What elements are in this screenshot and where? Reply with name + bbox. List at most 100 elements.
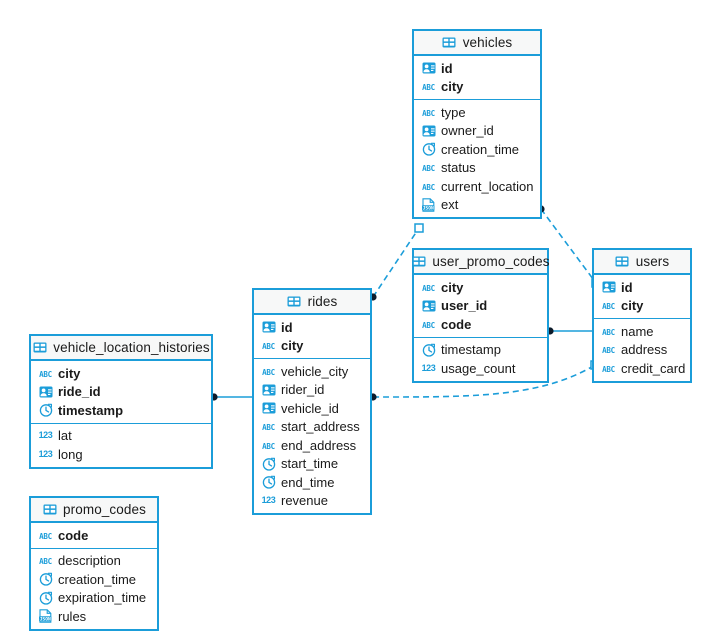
abc-string-icon: ABC (422, 182, 435, 192)
column-name: user_id (441, 298, 488, 314)
column-name: id (441, 60, 453, 76)
id-card-icon (601, 280, 616, 295)
column-name: city (441, 79, 464, 95)
column-row[interactable]: id (594, 278, 690, 297)
column-name: timestamp (441, 342, 501, 358)
column-name: end_time (281, 474, 335, 490)
column-row[interactable]: 123 lat (31, 427, 211, 446)
abc-string-icon: ABC (262, 342, 275, 351)
column-row[interactable]: ABC city (254, 337, 370, 356)
column-name: status (441, 160, 476, 176)
column-name: id (621, 279, 633, 295)
abc-string-icon: ABC (422, 108, 435, 118)
column-row[interactable]: start_time (254, 455, 370, 474)
column-row[interactable]: id (254, 318, 370, 337)
column-row[interactable]: expiration_time (31, 589, 157, 608)
table-header-vehicle_location_histories[interactable]: vehicle_location_histories (31, 336, 211, 361)
abc-string-icon: ABC (602, 346, 615, 355)
id-card-icon (421, 123, 436, 138)
relationship-target-square-marker (414, 223, 424, 233)
123-number-icon: 123 (38, 430, 53, 441)
column-row[interactable]: creation_time (414, 140, 540, 159)
table-grid-icon (442, 35, 457, 50)
table-header-user_promo_codes[interactable]: user_promo_codes (412, 250, 549, 275)
table-header-rides[interactable]: rides (254, 290, 370, 315)
table-header-users[interactable]: users (594, 250, 690, 275)
column-row[interactable]: owner_id (414, 122, 540, 141)
column-name: creation_time (441, 141, 520, 157)
relationship-vlh-to-rides (210, 393, 252, 401)
clock-icon (38, 403, 53, 418)
abc-string-icon: ABC (602, 327, 615, 337)
column-name: usage_count (441, 360, 516, 376)
column-row[interactable]: ABC current_location (414, 177, 540, 196)
abc-string-icon: ABC (262, 423, 275, 432)
clock-icon (38, 590, 53, 605)
clock-icon (38, 572, 53, 587)
column-row[interactable]: ride_id (31, 383, 211, 402)
json-document-icon: JSON (421, 197, 436, 212)
column-row[interactable]: end_time (254, 473, 370, 492)
column-row[interactable]: ABC status (414, 159, 540, 178)
clock-icon (421, 342, 436, 357)
column-name: revenue (281, 493, 328, 509)
column-row[interactable]: rider_id (254, 381, 370, 400)
column-row[interactable]: creation_time (31, 570, 157, 589)
column-name: city (621, 298, 644, 314)
column-name: timestamp (58, 402, 124, 418)
column-row[interactable]: timestamp (31, 401, 211, 420)
abc-string-icon: ABC (422, 283, 435, 293)
id-card-icon (421, 61, 436, 76)
table-header-promo_codes[interactable]: promo_codes (31, 498, 157, 523)
column-name: start_time (281, 456, 339, 472)
column-row[interactable]: user_id (414, 297, 547, 316)
column-row[interactable]: id (414, 59, 540, 78)
table-grid-icon (615, 254, 630, 269)
column-name: city (281, 338, 304, 354)
abc-string-icon: ABC (602, 364, 615, 374)
abc-string-icon: ABC (422, 320, 435, 330)
abc-string-icon: ABC (262, 441, 275, 451)
column-row[interactable]: vehicle_id (254, 399, 370, 418)
column-name: current_location (441, 178, 534, 194)
column-name: lat (58, 428, 72, 444)
abc-string-icon: ABC (39, 557, 52, 566)
table-header-vehicles[interactable]: vehicles (414, 31, 540, 56)
column-name: long (58, 446, 83, 462)
column-name: owner_id (441, 123, 494, 139)
column-row[interactable]: timestamp (414, 341, 547, 360)
column-name: id (281, 319, 293, 335)
abc-string-icon: ABC (422, 164, 435, 173)
